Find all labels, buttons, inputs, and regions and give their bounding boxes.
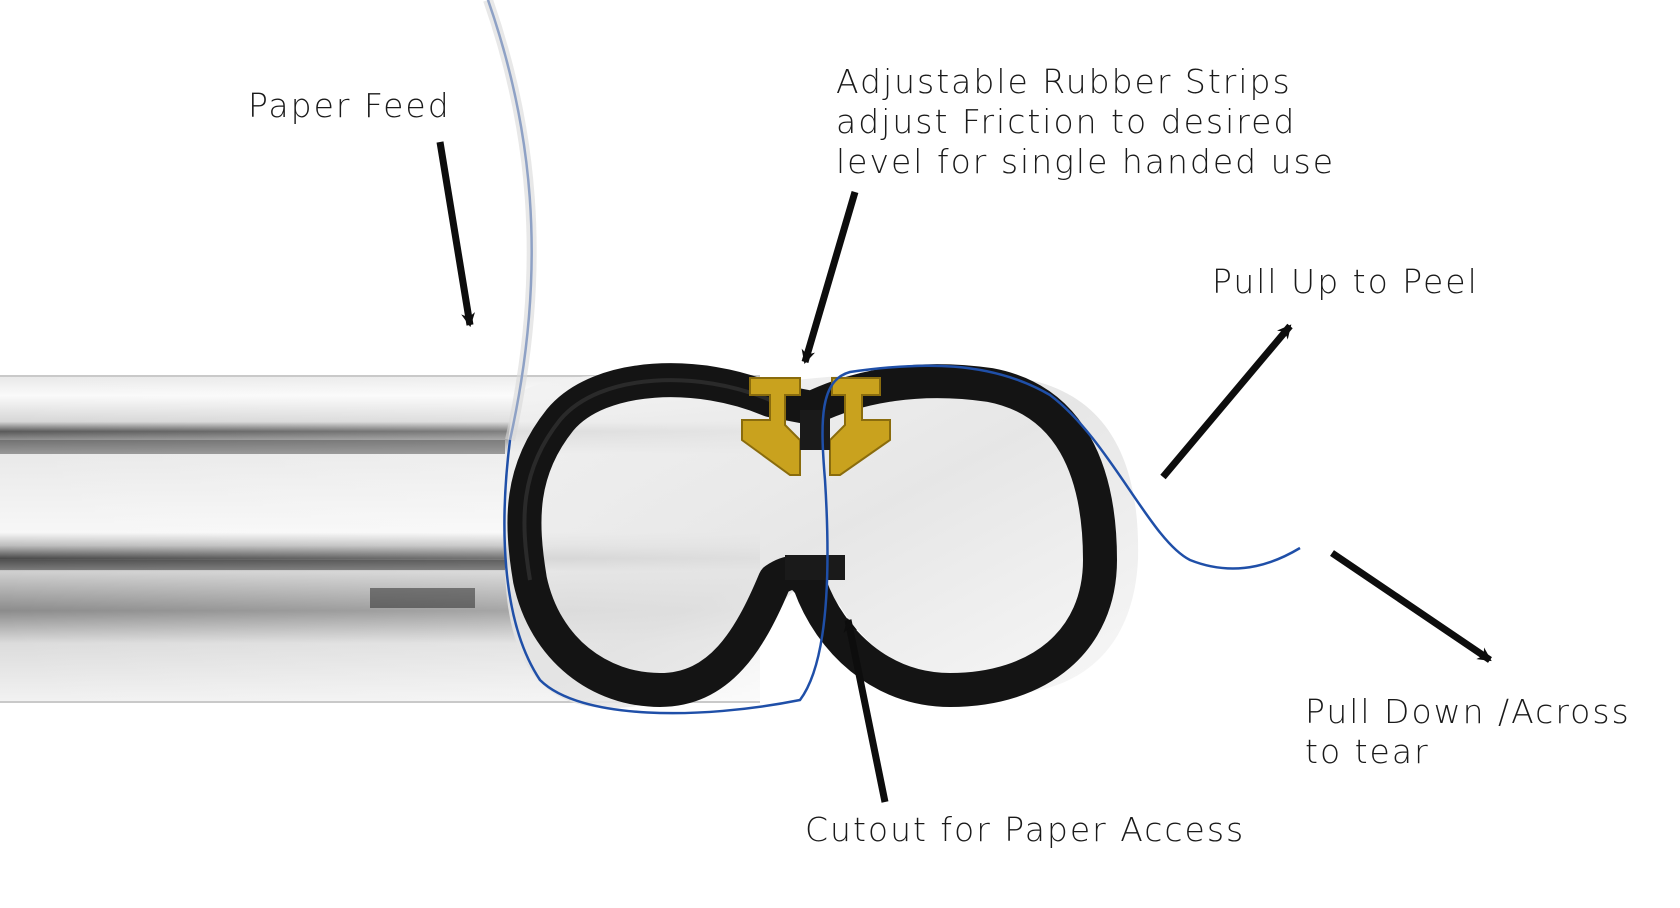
rubber-strip-bracket-right [829, 377, 891, 476]
rubber-strips-line-1: Adjustable Rubber Strips [836, 62, 1292, 101]
pull-down-line-1: Pull Down /Across [1305, 692, 1631, 731]
pull-up-text: Pull Up to Peel [1212, 262, 1479, 301]
pull-up-label: Pull Up to Peel [1212, 262, 1479, 302]
arrow-icon [436, 141, 1492, 803]
paper-feed-label: Paper Feed [248, 86, 451, 126]
holder-shell [505, 371, 1139, 708]
rubber-strip-bracket-left [741, 377, 801, 476]
rubber-strips-line-3: level for single handed use [836, 142, 1336, 181]
pull-down-label: Pull Down /Across to tear [1305, 692, 1631, 772]
paper-feed-text: Paper Feed [248, 86, 451, 125]
clamp-center [785, 410, 845, 580]
paper-path [483, 0, 1301, 715]
cutout-text: Cutout for Paper Access [805, 810, 1246, 849]
cutout-label: Cutout for Paper Access [805, 810, 1245, 850]
rubber-strips-label: Adjustable Rubber Strips adjust Friction… [836, 62, 1335, 182]
rubber-strips-line-2: adjust Friction to desired [836, 102, 1297, 141]
pull-down-line-2: to tear [1305, 732, 1430, 771]
